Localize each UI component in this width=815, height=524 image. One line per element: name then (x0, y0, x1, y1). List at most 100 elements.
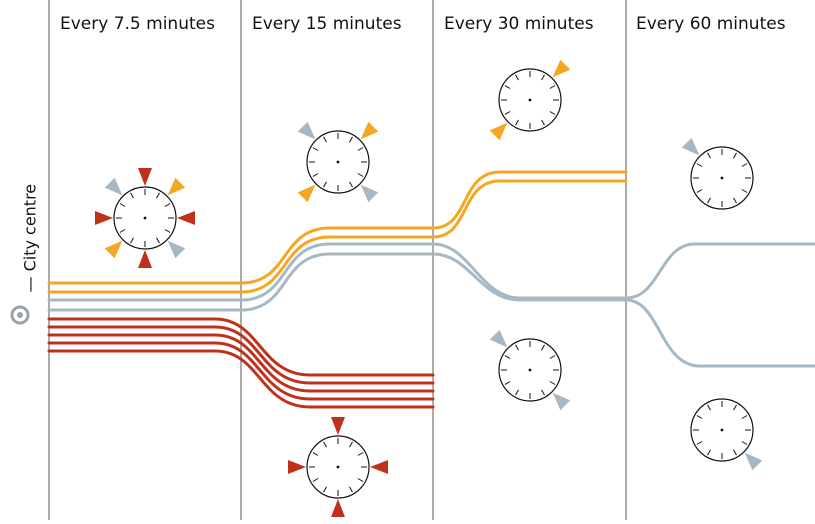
clock-tick (119, 229, 126, 233)
red-routes (47, 317, 435, 409)
clock-tick (707, 152, 711, 159)
clock-tick (549, 355, 556, 359)
red-route-3 (47, 333, 435, 393)
red-route-4 (47, 341, 435, 401)
departure-marker-icon (489, 329, 508, 348)
clock-tick (312, 478, 319, 482)
clock-tick (349, 441, 353, 448)
blue-route-2 (47, 252, 815, 368)
clock-tick (515, 344, 519, 351)
clock-tick (741, 441, 748, 445)
clock-tick (696, 415, 703, 419)
clock-tick (156, 192, 160, 199)
clock-tick (312, 452, 319, 456)
clock-tick (707, 404, 711, 411)
clock-tick (733, 152, 737, 159)
clock-tick (504, 381, 511, 385)
clock-tick (707, 197, 711, 204)
clock-tick (733, 197, 737, 204)
column-dividers (48, 0, 627, 520)
departure-marker-icon (167, 240, 186, 259)
departure-marker-icon (552, 59, 571, 78)
clock-tick (357, 452, 364, 456)
clock-tick (357, 478, 364, 482)
departure-marker-icon (138, 168, 152, 186)
clock-tick (515, 119, 519, 126)
clock-tick (323, 181, 327, 188)
column-label-60: Every 60 minutes (636, 14, 786, 34)
clock-tick (541, 74, 545, 81)
departure-marker-icon (331, 417, 345, 435)
clock-tick (549, 381, 556, 385)
clock-tick (164, 203, 171, 207)
clock-tick (549, 111, 556, 115)
clocks-layer (95, 59, 763, 517)
clock-tick (357, 147, 364, 151)
city-centre-target-icon (10, 305, 30, 325)
clock-tick (541, 344, 545, 351)
clock-tick (733, 449, 737, 456)
red-route-2 (47, 325, 435, 385)
clock-tick (515, 74, 519, 81)
clock-tick (541, 119, 545, 126)
clock-centre-dot (336, 160, 340, 164)
clock-centre-dot (528, 368, 532, 372)
clock-tick (707, 449, 711, 456)
departure-marker-icon (360, 184, 379, 203)
clock-7-5 (95, 168, 195, 268)
clock-centre-dot (720, 176, 724, 180)
clock-tick (541, 389, 545, 396)
column-label-30: Every 30 minutes (444, 14, 594, 34)
clock-30-top (489, 59, 571, 141)
clock-60-top (681, 137, 754, 210)
clock-tick (130, 192, 134, 199)
clock-tick (549, 85, 556, 89)
departure-marker-icon (177, 211, 195, 225)
clock-tick (312, 147, 319, 151)
clock-tick (504, 85, 511, 89)
clock-centre-dot (528, 98, 532, 102)
clock-tick (349, 181, 353, 188)
clock-15-bottom (288, 417, 388, 517)
clock-tick (733, 404, 737, 411)
departure-marker-icon (167, 177, 186, 196)
departure-marker-icon (288, 460, 306, 474)
clock-tick (164, 229, 171, 233)
departure-marker-icon (552, 392, 571, 411)
clock-tick (741, 189, 748, 193)
clock-tick (696, 441, 703, 445)
departure-marker-icon (297, 184, 316, 203)
clock-15-top (297, 121, 379, 203)
departure-marker-icon (95, 211, 113, 225)
orange-routes (47, 170, 628, 294)
city-centre-label: — City centre (20, 183, 40, 293)
departure-marker-icon (681, 137, 700, 156)
red-route-1 (47, 317, 435, 377)
clock-tick (696, 163, 703, 167)
clock-tick (349, 136, 353, 143)
departure-marker-icon (297, 121, 316, 140)
departure-marker-icon (489, 122, 508, 141)
red-route-5 (47, 349, 435, 409)
clock-tick (312, 173, 319, 177)
clock-tick (323, 441, 327, 448)
blue-routes (47, 242, 815, 368)
departure-marker-icon (104, 240, 123, 259)
departure-marker-icon (138, 250, 152, 268)
blue-route-1 (47, 242, 815, 302)
departure-marker-icon (370, 460, 388, 474)
clock-centre-dot (143, 216, 147, 220)
clock-tick (323, 136, 327, 143)
departure-marker-icon (104, 177, 123, 196)
clock-tick (156, 237, 160, 244)
clock-tick (130, 237, 134, 244)
departure-marker-icon (331, 499, 345, 517)
clock-centre-dot (336, 465, 340, 469)
clock-60-bottom (690, 398, 763, 471)
column-label-15: Every 15 minutes (252, 14, 402, 34)
clock-tick (357, 173, 364, 177)
clock-tick (119, 203, 126, 207)
clock-tick (504, 111, 511, 115)
